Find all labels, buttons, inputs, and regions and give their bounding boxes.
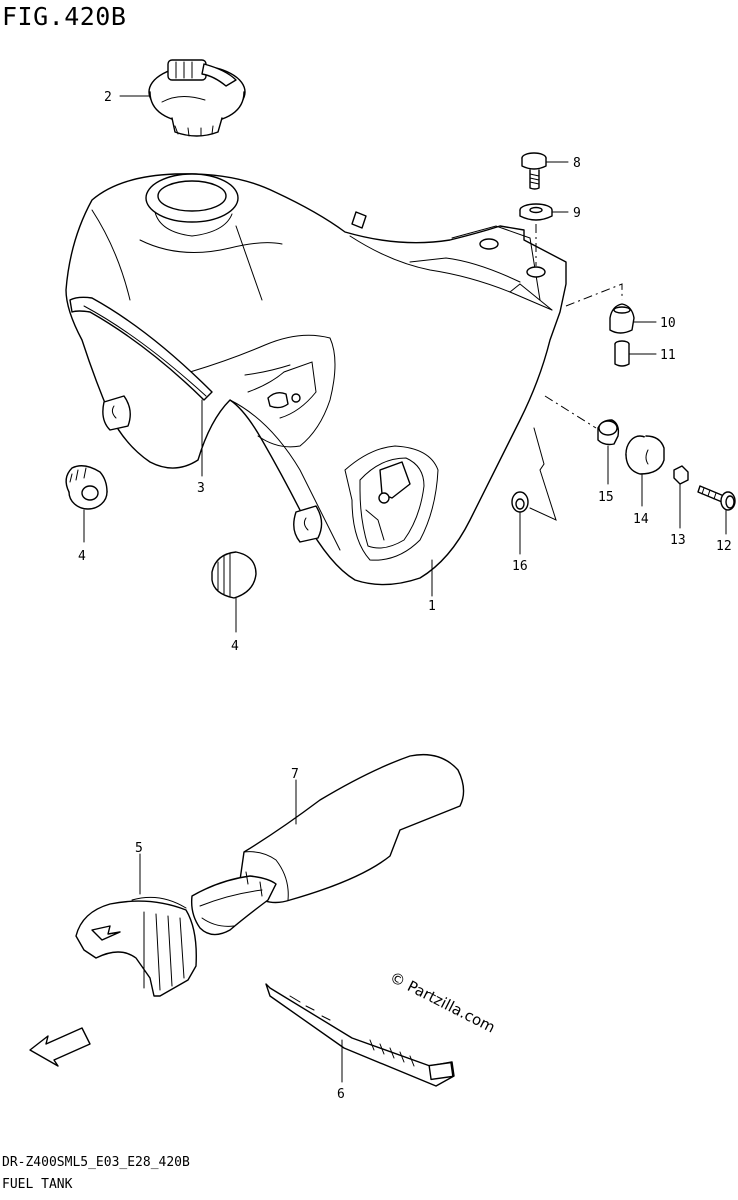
cushion-front-part[interactable] xyxy=(65,465,108,510)
callout-labels: 2 8 9 10 11 3 4 4 1 15 14 13 12 16 7 5 6 xyxy=(78,90,732,1102)
figure-title: FIG.420B xyxy=(2,2,127,31)
washer-top-part[interactable] xyxy=(519,203,553,221)
fuel-cap-part[interactable] xyxy=(148,59,246,137)
callout-8[interactable]: 8 xyxy=(573,156,581,171)
callout-5[interactable]: 5 xyxy=(135,841,143,856)
callout-11[interactable]: 11 xyxy=(660,348,676,363)
fuel-tank-part[interactable] xyxy=(65,173,567,586)
callout-10[interactable]: 10 xyxy=(660,316,676,331)
collar-rear-part[interactable] xyxy=(614,340,630,367)
cushion-side-small-part[interactable] xyxy=(597,419,620,446)
callout-9[interactable]: 9 xyxy=(573,206,581,221)
model-code: DR-Z400SML5_E03_E28_420B xyxy=(2,1155,190,1170)
section-name: FUEL TANK xyxy=(2,1177,73,1192)
callout-13[interactable]: 13 xyxy=(670,533,686,548)
nut-side-part[interactable] xyxy=(673,465,689,485)
callout-15[interactable]: 15 xyxy=(598,490,614,505)
callout-6[interactable]: 6 xyxy=(337,1087,345,1102)
hose-clamp-part[interactable] xyxy=(75,896,197,997)
tank-pad-part[interactable] xyxy=(69,296,213,401)
callout-2[interactable]: 2 xyxy=(104,90,112,105)
callout-14[interactable]: 14 xyxy=(633,512,649,527)
cable-tie-part[interactable] xyxy=(265,983,455,1087)
protector-tube-part[interactable] xyxy=(190,753,465,936)
cushion-side-large-part[interactable] xyxy=(625,435,665,475)
forward-arrow-icon: FWD xyxy=(29,1027,91,1067)
cushion-lower-part[interactable] xyxy=(211,551,257,599)
callout-1[interactable]: 1 xyxy=(428,599,436,614)
callout-7[interactable]: 7 xyxy=(291,767,299,782)
callout-4a[interactable]: 4 xyxy=(78,549,86,564)
callout-4b[interactable]: 4 xyxy=(231,639,239,654)
callout-16[interactable]: 16 xyxy=(512,559,528,574)
callout-12[interactable]: 12 xyxy=(716,539,732,554)
cushion-rear-part[interactable] xyxy=(609,303,635,334)
grommet-part[interactable] xyxy=(511,491,529,513)
bolt-top-part[interactable] xyxy=(521,152,547,190)
leader-lines xyxy=(83,95,727,1083)
bolt-side-part[interactable] xyxy=(697,485,736,511)
callout-3[interactable]: 3 xyxy=(197,481,205,496)
